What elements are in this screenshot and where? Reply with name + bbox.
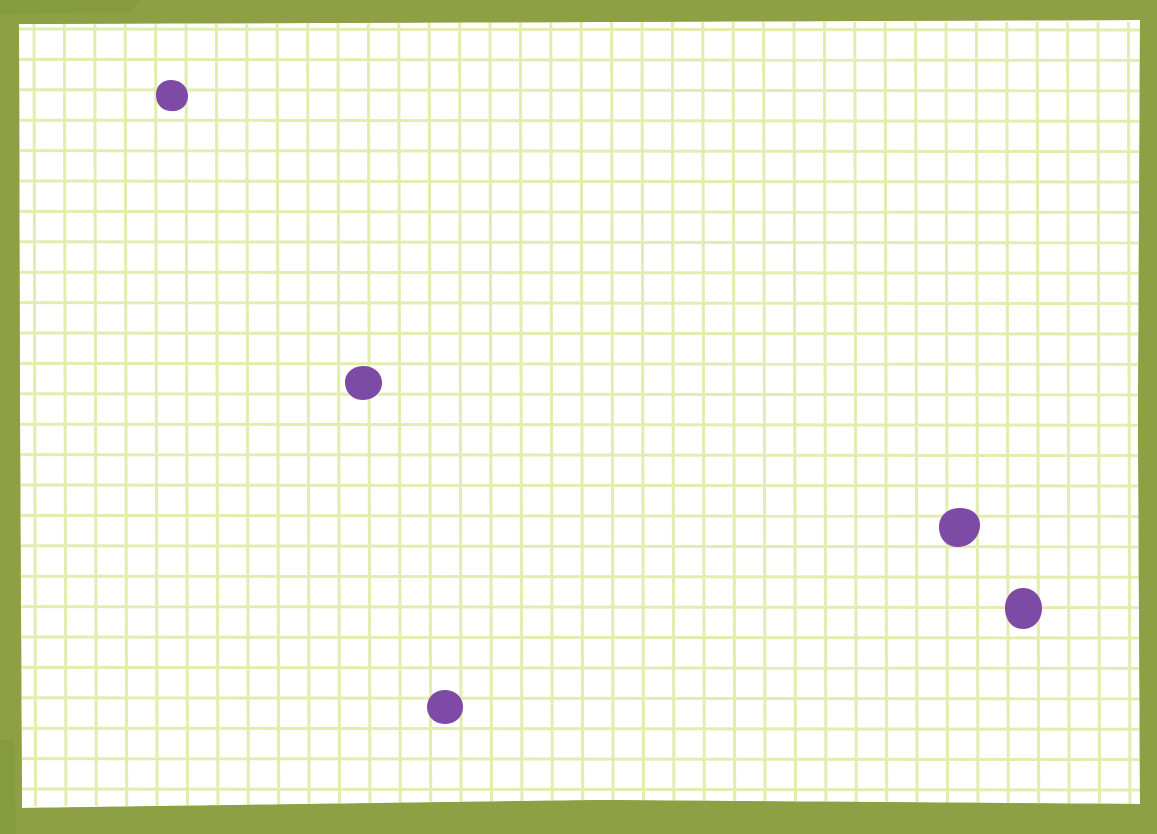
grid-line-vertical — [944, 21, 949, 807]
grid-line-horizontal — [18, 544, 1141, 549]
grid-line-vertical — [1096, 21, 1101, 807]
game-pieces — [156, 80, 1042, 724]
grid-line-vertical — [792, 21, 797, 807]
grid-line-horizontal — [18, 453, 1141, 458]
grid-line-vertical — [488, 21, 493, 807]
grid-line-vertical — [610, 21, 615, 807]
grid-line-horizontal — [18, 574, 1141, 579]
grid-line-vertical — [1005, 21, 1010, 807]
grid-line-vertical — [184, 21, 189, 807]
grid-line-vertical — [883, 21, 889, 807]
grid-line-vertical — [762, 21, 767, 807]
grid-line-vertical — [1126, 21, 1132, 807]
grid-line-vertical — [32, 21, 37, 807]
grid-line-vertical — [397, 21, 402, 807]
grid-line-vertical — [154, 21, 159, 807]
grid-line-vertical — [518, 21, 524, 807]
grid-line-horizontal — [18, 240, 1141, 245]
border-brush-stroke — [0, 0, 140, 14]
grid-line-horizontal — [18, 361, 1141, 366]
grid-line-horizontal — [18, 483, 1141, 488]
game-dot[interactable] — [156, 80, 188, 112]
grid-line-vertical — [306, 21, 311, 807]
grid-line-horizontal — [18, 209, 1141, 214]
grid-line-vertical — [640, 21, 645, 807]
grid-line-vertical — [974, 21, 980, 807]
grid-line-horizontal — [18, 27, 1141, 32]
grid-line-vertical — [275, 21, 281, 807]
grid-line-horizontal — [18, 301, 1141, 306]
grid-line-vertical — [458, 21, 463, 807]
grid-line-horizontal — [18, 665, 1141, 670]
grid-line-horizontal — [18, 270, 1141, 275]
grid-line-horizontal — [18, 88, 1141, 93]
grid-line-horizontal — [18, 149, 1141, 154]
grid-line-vertical — [93, 21, 98, 807]
grid-line-vertical — [853, 21, 858, 807]
grid-line-horizontal — [18, 118, 1141, 123]
grid-line-vertical — [549, 21, 554, 807]
grid-line-vertical — [822, 21, 828, 807]
grid-line-vertical — [123, 21, 129, 807]
grid-line-horizontal — [18, 422, 1141, 427]
grid-line-horizontal — [18, 392, 1141, 397]
grid-line-horizontal — [18, 635, 1141, 640]
grid-line-vertical — [731, 21, 737, 807]
grid-lines — [18, 21, 1141, 807]
border-brush-stroke — [0, 740, 16, 834]
game-dot[interactable] — [1005, 588, 1042, 629]
grid-line-horizontal — [18, 57, 1141, 62]
grid-line-horizontal — [18, 605, 1141, 610]
game-dot[interactable] — [345, 366, 382, 400]
grid-line-horizontal — [18, 179, 1141, 184]
grid-line-vertical — [1066, 21, 1071, 807]
grid-line-horizontal — [18, 696, 1141, 701]
grid-line-vertical — [336, 21, 341, 807]
grid-line-vertical — [366, 21, 372, 807]
grid-line-vertical — [245, 21, 250, 807]
grid-line-horizontal — [18, 331, 1141, 336]
grid-line-vertical — [579, 21, 585, 807]
grid-line-vertical — [914, 21, 919, 807]
game-dot[interactable] — [427, 690, 463, 724]
grid-line-vertical — [427, 21, 433, 807]
grid-line-vertical — [1035, 21, 1041, 807]
grid-line-vertical — [701, 21, 706, 807]
grid-line-vertical — [214, 21, 220, 807]
grid-line-horizontal — [18, 787, 1141, 792]
grid-line-horizontal — [18, 757, 1141, 762]
grid-line-vertical — [62, 21, 68, 807]
grid-line-vertical — [670, 21, 676, 807]
grid-line-horizontal — [18, 726, 1141, 731]
game-dot[interactable] — [939, 508, 980, 547]
grid-paper — [19, 20, 1140, 808]
